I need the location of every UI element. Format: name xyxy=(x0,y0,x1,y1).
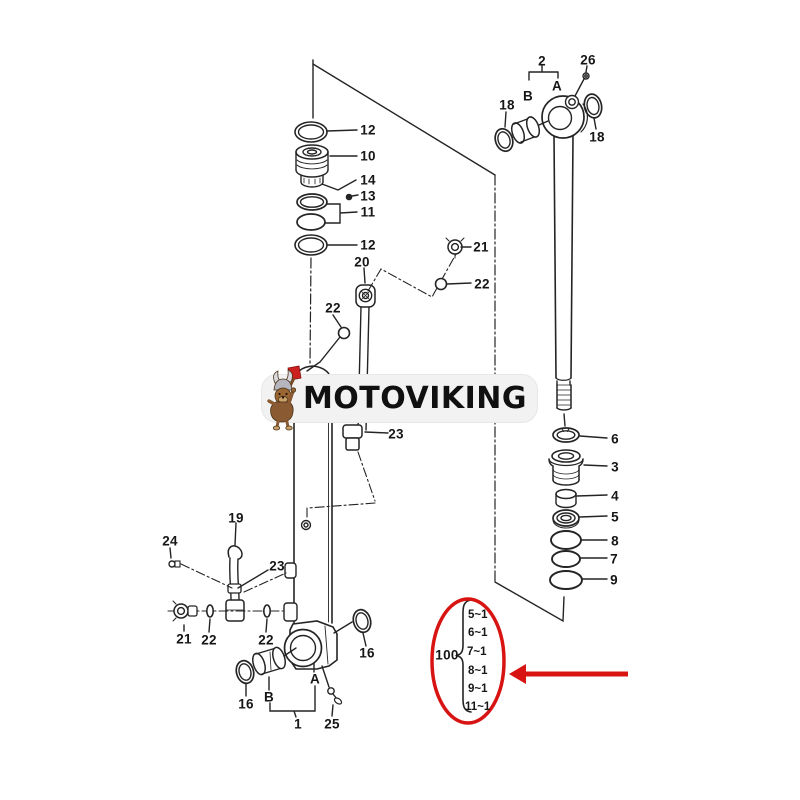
base-parts xyxy=(235,608,372,718)
grease-25 xyxy=(321,665,343,717)
port-boss-lower xyxy=(283,602,298,622)
oring-22-upper-right xyxy=(434,277,472,291)
callout-19: 19 xyxy=(228,510,244,526)
callout-6: 6 xyxy=(611,431,619,447)
seal-16-left xyxy=(235,659,255,685)
ball-13 xyxy=(345,193,353,201)
port-hole xyxy=(300,519,312,531)
snap-ring-6 xyxy=(552,427,608,443)
callout-25: 25 xyxy=(324,716,340,732)
callout-2: 2 xyxy=(538,53,546,69)
callout-21-lower: 21 xyxy=(176,631,192,647)
rod-assembly xyxy=(494,65,603,427)
callout-3: 3 xyxy=(611,459,619,475)
seal-5 xyxy=(552,509,608,529)
oring-22-upper-left xyxy=(306,314,351,372)
callout-18-left: 18 xyxy=(499,97,515,113)
oring-7 xyxy=(551,550,608,568)
note-brace xyxy=(454,599,472,713)
grease-26 xyxy=(574,65,590,97)
note-item-8: 8~1 xyxy=(468,665,488,677)
piston-rings-11 xyxy=(296,193,358,231)
port-boss-upper xyxy=(284,562,297,579)
callout-B-bottom: B xyxy=(263,689,275,705)
callout-12-bottom: 12 xyxy=(360,237,376,253)
note-item-11: 11~1 xyxy=(465,701,491,713)
ring-18-right xyxy=(583,93,603,119)
callout-22-lower-right: 22 xyxy=(258,632,274,648)
note-item-9: 9~1 xyxy=(468,683,488,695)
piston-10 xyxy=(295,144,329,188)
callout-16-left: 16 xyxy=(238,696,254,712)
callout-5: 5 xyxy=(611,509,619,525)
note-item-5: 5~1 xyxy=(468,609,488,621)
elbow-fitting-23 xyxy=(342,424,389,451)
highlight-ellipse xyxy=(430,597,506,725)
oring-8 xyxy=(550,530,608,550)
seal-16-right xyxy=(352,608,372,634)
oring-22-lower-left xyxy=(206,604,215,633)
callout-4: 4 xyxy=(611,488,619,504)
oring-22-lower-right xyxy=(262,604,271,633)
rod-shaft xyxy=(553,135,574,411)
callout-9: 9 xyxy=(610,572,618,588)
ring-4 xyxy=(555,488,608,509)
note-group-label: 100 xyxy=(435,647,459,663)
rod-eye xyxy=(541,94,589,139)
gland-3 xyxy=(548,449,608,486)
callout-22-lower-left: 22 xyxy=(201,632,217,648)
viking-dog-axe-icon xyxy=(267,365,302,431)
callout-20: 20 xyxy=(354,254,370,270)
callout-1: 1 xyxy=(294,716,302,732)
note-item-6: 6~1 xyxy=(468,627,488,639)
note-item-7: 7~1 xyxy=(467,646,487,658)
callout-12-top: 12 xyxy=(360,122,376,138)
callout-18-right: 18 xyxy=(589,129,605,145)
ring-18-left xyxy=(494,127,514,153)
callout-B-rod: B xyxy=(522,88,534,104)
callout-8: 8 xyxy=(611,533,619,549)
oring-12-top xyxy=(294,121,328,143)
left-pipe-assembly xyxy=(167,522,287,633)
piston-parts-stack xyxy=(294,121,359,256)
callout-16-right: 16 xyxy=(359,645,375,661)
callout-21-upper: 21 xyxy=(473,239,489,255)
callout-10: 10 xyxy=(360,148,376,164)
callout-14: 14 xyxy=(360,172,376,188)
bolt-24 xyxy=(168,547,181,568)
grease-boss xyxy=(564,94,580,110)
callout-A-bottom: A xyxy=(309,671,321,687)
bushing-B-rod xyxy=(510,116,549,144)
base-eye-block xyxy=(283,620,338,670)
valve-21-upper xyxy=(445,237,472,259)
callout-11: 11 xyxy=(360,204,376,220)
valve-21-lower xyxy=(172,600,198,632)
oring-9 xyxy=(549,570,608,590)
axis-lines xyxy=(309,59,565,623)
highlight-arrow-head xyxy=(509,664,526,684)
callout-23-elbow: 23 xyxy=(388,426,404,442)
pin-14-leader xyxy=(321,179,359,201)
head-port-parts xyxy=(300,237,472,531)
red-annotations xyxy=(430,597,628,725)
callout-13: 13 xyxy=(360,188,376,204)
watermark-badge: MOTOVIKING xyxy=(261,374,538,423)
callout-23-clamp: 23 xyxy=(269,558,285,574)
callout-7: 7 xyxy=(610,551,618,567)
callout-22-upper-right: 22 xyxy=(474,276,490,292)
brand-logo-text: MOTOVIKING xyxy=(302,381,527,416)
highlight-arrow-shaft xyxy=(524,671,628,677)
callout-A-rod: A xyxy=(551,78,563,94)
bushing-B-bottom xyxy=(252,646,297,691)
rod-seal-kit xyxy=(548,427,608,590)
callout-26: 26 xyxy=(580,52,596,68)
callout-24: 24 xyxy=(162,533,178,549)
clamp-23 xyxy=(227,583,242,594)
callout-22-upper-left: 22 xyxy=(325,300,341,316)
pipe-19 xyxy=(225,545,269,622)
